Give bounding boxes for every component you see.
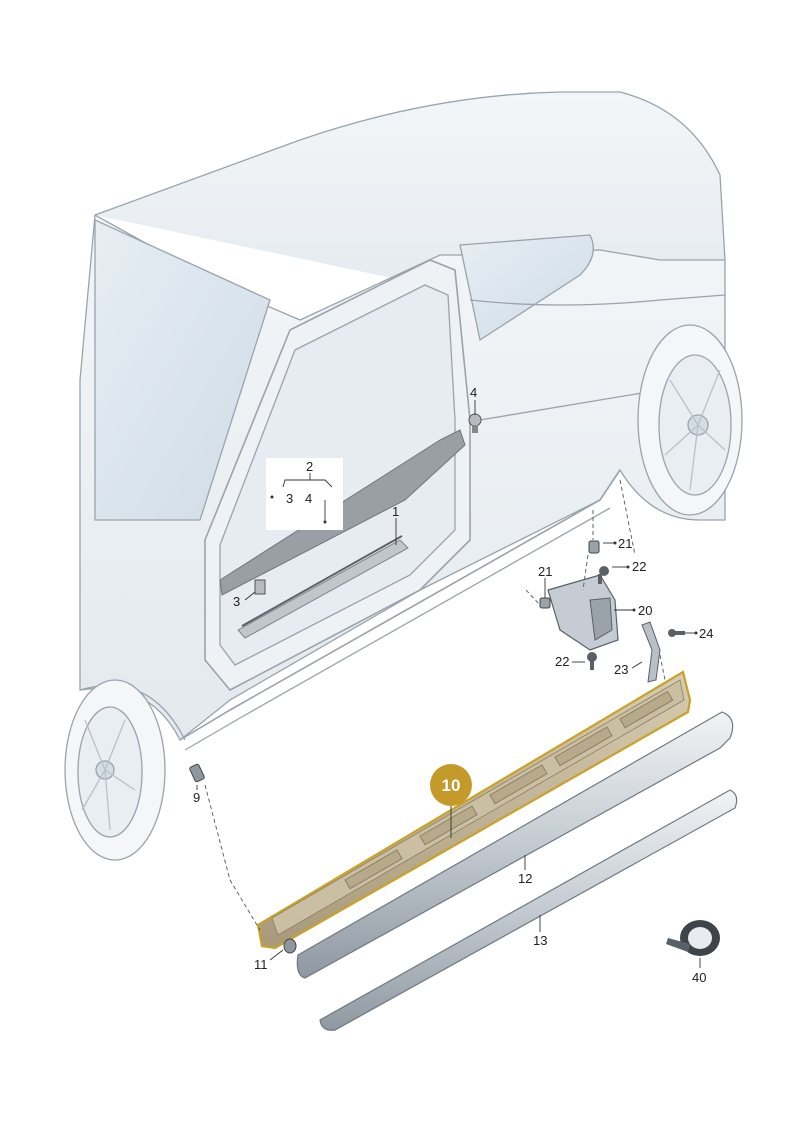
bolt-22-top xyxy=(598,566,609,584)
callout-3-lower: 3 xyxy=(233,594,240,609)
screw-21-top xyxy=(588,540,600,554)
molding-12 xyxy=(296,711,734,979)
callout-9: 9 xyxy=(193,790,200,805)
callout-22-top: 22 xyxy=(632,559,646,574)
callout-3-upper: 3 xyxy=(286,491,293,506)
leader-lines xyxy=(204,479,666,931)
bracket-20 xyxy=(547,574,619,651)
callout-21-side: 21 xyxy=(538,564,552,579)
bolt-22-bottom xyxy=(587,652,597,670)
badge-10-label: 10 xyxy=(442,776,461,795)
clip-3 xyxy=(254,579,266,595)
molding-13 xyxy=(319,789,738,1031)
callout-23: 23 xyxy=(614,662,628,677)
callout-20: 20 xyxy=(638,603,652,618)
car-body xyxy=(79,91,726,751)
sill-panel-10 xyxy=(256,670,692,950)
screw-21-side xyxy=(539,597,551,609)
callout-22-bottom: 22 xyxy=(555,654,569,669)
callout-2: 2 xyxy=(306,459,313,474)
front-wheel xyxy=(64,679,166,861)
callout-dots xyxy=(270,495,698,635)
callout-11: 11 xyxy=(254,957,268,972)
callout-lines xyxy=(196,400,701,968)
callout-13: 13 xyxy=(533,933,547,948)
callout-21-top: 21 xyxy=(618,536,632,551)
callout-40: 40 xyxy=(692,970,706,985)
rear-wheel xyxy=(637,324,743,516)
bracket-23 xyxy=(641,621,661,683)
clip-11 xyxy=(283,938,297,954)
bolt-24 xyxy=(668,629,685,637)
clip-9 xyxy=(189,763,205,783)
callout-1: 1 xyxy=(392,504,399,519)
callout-4-upper: 4 xyxy=(305,491,312,506)
callout-24: 24 xyxy=(699,626,713,641)
part-10-badge[interactable]: 10 xyxy=(430,764,472,806)
tape-roll-40 xyxy=(666,920,720,956)
callout-12: 12 xyxy=(518,871,532,886)
callout-4-top: 4 xyxy=(470,385,477,400)
